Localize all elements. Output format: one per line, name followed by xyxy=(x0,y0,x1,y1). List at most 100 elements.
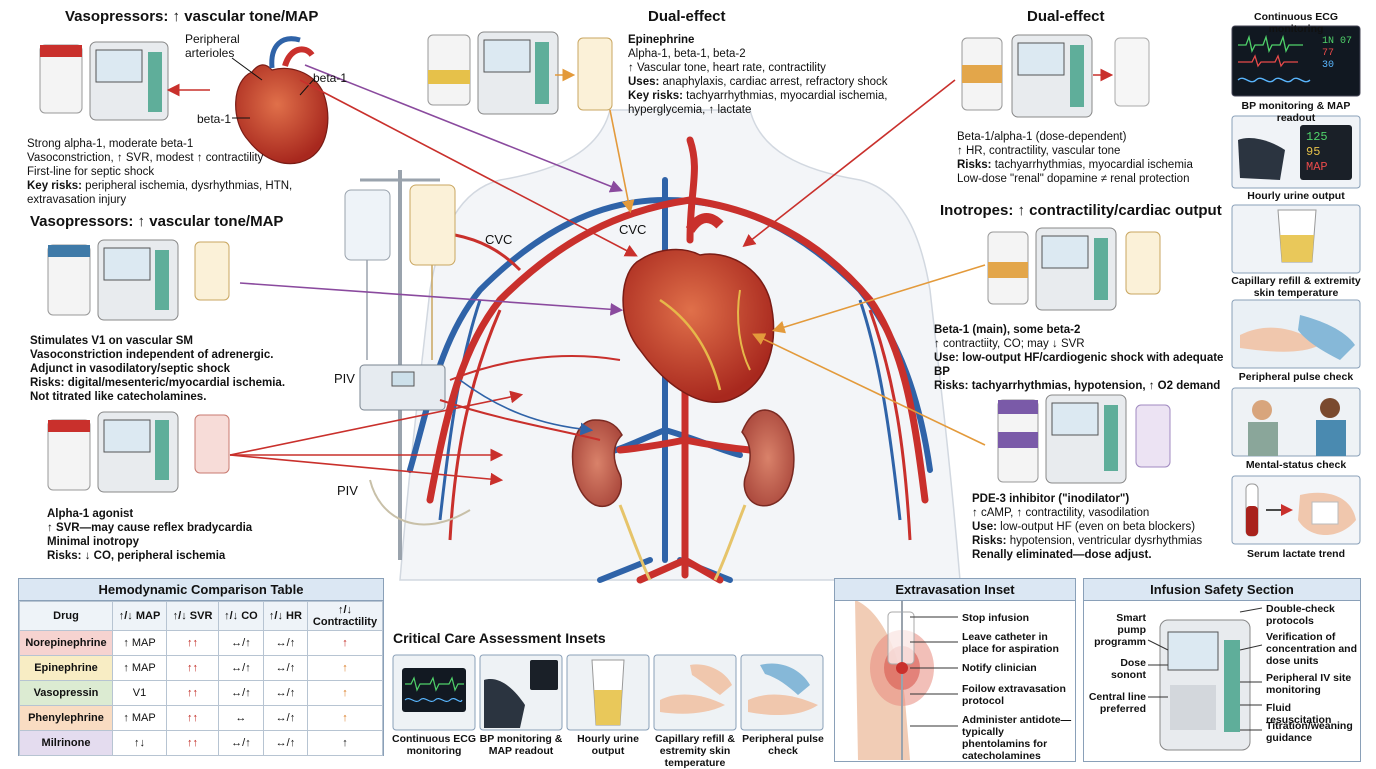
row-map: V1 xyxy=(111,680,168,706)
table-title: Hemodynamic Comparison Table xyxy=(19,579,383,601)
monitor-caption-lactate: Serum lactate trend xyxy=(1246,548,1346,560)
infusion-left-3: Central line preferred xyxy=(1088,691,1146,715)
infusion-right-5: Titration/weaning guidance xyxy=(1266,720,1353,744)
device-phenylephrine xyxy=(47,411,230,493)
arrows xyxy=(166,64,1114,486)
row-contractility: ↑ xyxy=(307,705,383,731)
milr-risks: Risks: hypotension, ventricular dysrhyth… xyxy=(972,535,1203,547)
row-map: ↑ MAP xyxy=(111,630,168,656)
row-hr: ↔/↑ xyxy=(262,705,309,731)
comparison-table: Drug ↑/↓ MAP ↑/↓ SVR ↑/↓ CO ↑/↓ HR ↑/↓ C… xyxy=(19,601,383,756)
assessment-title: Critical Care Assessment Insets xyxy=(393,630,606,646)
table-row: Norepinephrine ↑ MAP ↑↑ ↔/↑ ↔/↑ ↑ xyxy=(19,630,383,656)
infusion-right-4: Fluid resuscitation xyxy=(1266,702,1332,726)
extravasation-step-5: Administer antidote—typically phentolami… xyxy=(962,714,1072,762)
assessment-caption-bp: BP monitoring & MAP readout xyxy=(479,733,563,757)
norepi-line-2: Vasoconstriction, ↑ SVR, modest ↑ contra… xyxy=(27,152,264,164)
extravasation-inset: Extravasation Inset xyxy=(834,578,1076,762)
milr-line-5: Renally eliminated—dose adjust. xyxy=(972,549,1152,561)
phen-line-2: ↑ SVR—may cause reflex bradycardia xyxy=(47,522,253,534)
table-row: Phenylephrine ↑ MAP ↑↑ ↔ ↔/↑ ↑ xyxy=(19,705,383,731)
row-svr: ↑↑ xyxy=(166,655,219,681)
label-cvc-right: CVC xyxy=(619,222,647,237)
row-drug: Phenylephrine xyxy=(19,705,113,731)
extravasation-step-1: Stop infusion xyxy=(962,612,1030,624)
monitoring-thumbnails xyxy=(1231,25,1361,545)
row-drug: Epinephrine xyxy=(19,655,113,681)
monitor-caption-ecg: Continuous ECG monitoring xyxy=(1254,11,1338,35)
bp-readout: 125 95 MAP xyxy=(1306,130,1328,174)
table-row: Vasopressin V1 ↑↑ ↔/↑ ↔/↑ ↑ xyxy=(19,680,383,706)
row-co: ↔/↑ xyxy=(218,730,264,756)
milr-line-2: ↑ cAMP, ↑ contractility, vasodilation xyxy=(972,507,1150,519)
ecg-readout: 1N 07 77 30 xyxy=(1322,36,1353,71)
infusion-left-2: Dose sonont xyxy=(1111,657,1146,681)
extravasation-step-2: Leave catheter in place for aspiration xyxy=(962,631,1059,655)
epinephrine-description: Epinephrine Alpha-1, beta-1, beta-2 ↑ Va… xyxy=(628,33,918,117)
monitor-caption-bp: BP monitoring & MAP readout xyxy=(1241,100,1351,124)
label-piv-bottom: PIV xyxy=(337,483,358,498)
dopa-risks: Risks: tachyarrhythmias, myocardial isch… xyxy=(957,159,1193,171)
norepi-line-1: Strong alpha-1, moderate beta-1 xyxy=(27,138,194,150)
label-beta1-lower: beta-1 xyxy=(197,112,232,126)
row-svr: ↑↑ xyxy=(166,730,219,756)
extravasation-step-4: Foilow extravasation protocol xyxy=(962,683,1066,707)
arteries-thin xyxy=(448,233,912,541)
phen-line-1: Alpha-1 agonist xyxy=(47,508,134,520)
assessment-thumbnails xyxy=(392,654,824,731)
assessment-caption-pulse: Peripheral pulse check xyxy=(742,733,824,757)
row-contractility: ↑ xyxy=(307,655,383,681)
monitor-caption-pulse: Peripheral pulse check xyxy=(1238,371,1354,383)
epi-line-2: ↑ Vascular tone, heart rate, contractili… xyxy=(628,62,826,74)
dopa-line-4: Low-dose "renal" dopamine ≠ renal protec… xyxy=(957,173,1190,185)
extravasation-title: Extravasation Inset xyxy=(835,579,1075,601)
dobutamine-description: Beta-1 (main), some beta-2 ↑ contractiit… xyxy=(934,323,1224,393)
row-svr: ↑↑ xyxy=(166,630,219,656)
row-co: ↔/↑ xyxy=(218,655,264,681)
epi-line-1: Alpha-1, beta-1, beta-2 xyxy=(628,48,746,60)
iv-pole xyxy=(344,170,621,560)
epi-uses: Uses: anaphylaxis, cardiac arrest, refra… xyxy=(628,76,888,88)
row-co: ↔/↑ xyxy=(218,630,264,656)
row-hr: ↔/↑ xyxy=(262,655,309,681)
row-svr: ↑↑ xyxy=(166,680,219,706)
infusion-right-1: Double-check protocols xyxy=(1266,603,1335,627)
vasopressors-heading-top: Vasopressors: ↑ vascular tone/MAP xyxy=(65,8,319,25)
dobu-risks: Risks: tachyarrhythmias, hypotension, ↑ … xyxy=(934,380,1221,392)
infusion-right-3: Peripheral IV site monitoring xyxy=(1266,672,1352,696)
row-svr: ↑↑ xyxy=(166,705,219,731)
dobu-use: Use: low-output HF/cardiogenic shock wit… xyxy=(934,352,1224,378)
col-map: ↑/↓ MAP xyxy=(111,601,168,631)
col-co: ↑/↓ CO xyxy=(218,601,264,631)
table-row: Epinephrine ↑ MAP ↑↑ ↔/↑ ↔/↑ ↑ xyxy=(19,655,383,681)
row-co: ↔/↑ xyxy=(218,680,264,706)
device-dopamine xyxy=(961,34,1150,118)
phenylephrine-description: Alpha-1 agonist ↑ SVR—may cause reflex b… xyxy=(47,507,327,563)
assessment-caption-capillary: Capillary refill & estremity skin temper… xyxy=(655,733,735,769)
milr-use: Use: low-output HF (even on beta blocker… xyxy=(972,521,1196,533)
device-epinephrine xyxy=(427,31,613,115)
row-co: ↔ xyxy=(218,705,264,731)
table-header-row: Drug ↑/↓ MAP ↑/↓ SVR ↑/↓ CO ↑/↓ HR ↑/↓ C… xyxy=(19,601,383,631)
col-contractility: ↑/↓ Contractility xyxy=(307,601,383,631)
kidneys xyxy=(571,409,795,581)
device-dobutamine xyxy=(987,227,1161,311)
vaso-line-1: Stimulates V1 on vascular SM xyxy=(30,335,193,347)
label-piv-top: PIV xyxy=(334,371,355,386)
dobu-line-1: Beta-1 (main), some beta-2 xyxy=(934,324,1081,336)
row-contractility: ↑ xyxy=(307,680,383,706)
row-map: ↑ MAP xyxy=(111,705,168,731)
device-milrinone xyxy=(997,394,1171,484)
row-drug: Vasopressin xyxy=(19,680,113,706)
row-hr: ↔/↑ xyxy=(262,630,309,656)
vasopressin-description: Stimulates V1 on vascular SM Vasoconstri… xyxy=(30,334,330,404)
phen-line-4: Risks: ↓ CO, peripheral ischemia xyxy=(47,550,226,562)
row-contractility: ↑ xyxy=(307,730,383,756)
norepi-line-3: First-line for septic shock xyxy=(27,166,155,178)
device-vasopressin xyxy=(47,239,230,321)
col-svr: ↑/↓ SVR xyxy=(166,601,219,631)
monitor-caption-urine: Hourly urine output xyxy=(1247,190,1345,202)
norepi-risks: Key risks: peripheral ischemia, dysrhyth… xyxy=(27,180,293,206)
veins-thin xyxy=(438,299,902,521)
row-drug: Milrinone xyxy=(19,730,113,756)
